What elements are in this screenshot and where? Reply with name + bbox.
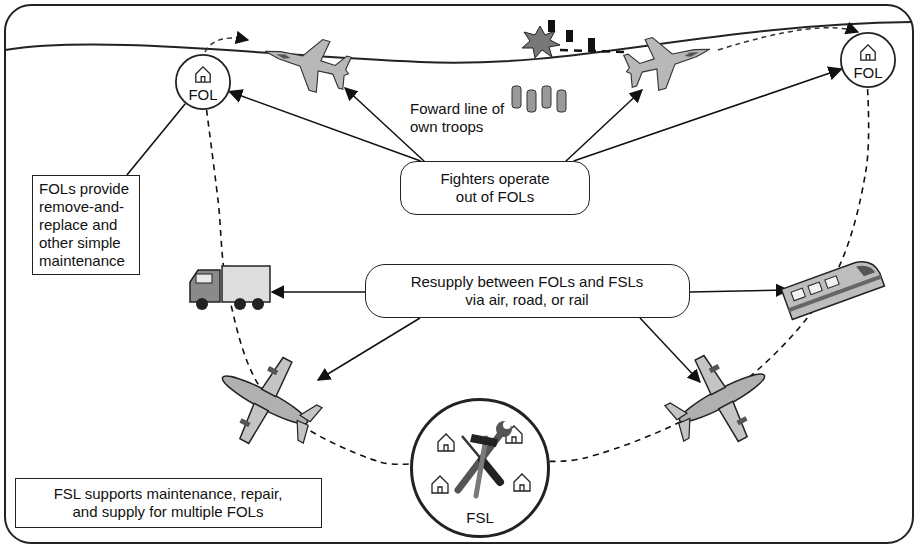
supply-truck: [190, 266, 270, 310]
house-icon: [438, 434, 454, 451]
leader-arrow: [272, 88, 788, 382]
node-text: FOL: [853, 64, 882, 81]
ordnance-burst: [566, 30, 573, 42]
cargo-plane: [236, 356, 293, 445]
house-icon: [432, 476, 448, 493]
house-icon: [861, 45, 875, 60]
connector-arrow: [574, 69, 842, 161]
supply-train: [788, 275, 881, 312]
fighter-jet: [258, 26, 355, 99]
fol-circle: FOL: [840, 32, 896, 88]
fighter-jet: [620, 24, 717, 97]
cargo-plane: [736, 416, 747, 425]
supply-train: [856, 261, 875, 278]
leader-arrow: [318, 318, 420, 380]
supply-truck: [196, 298, 208, 310]
supply-train: [808, 282, 822, 295]
house-icon: [514, 474, 530, 491]
fighter-jet: [275, 52, 291, 60]
connector-arrow: [229, 92, 420, 161]
forward-line: [5, 22, 912, 63]
leader-arrow: [690, 290, 788, 292]
supply-truck: [190, 270, 220, 302]
frame-border: [5, 5, 913, 543]
house-icon: [196, 67, 210, 82]
node-outline: [176, 55, 230, 109]
ground-troops: [557, 90, 566, 112]
callout-box: FSL supports maintenance, repair, and su…: [15, 478, 322, 528]
cargo-plane: [709, 364, 720, 373]
hammer-icon: [476, 438, 486, 496]
callout-box: Fighters operate out of FOLs: [400, 161, 590, 215]
node-text: FOLs provide remove-and-replace and othe…: [39, 180, 133, 270]
supply-train: [781, 256, 884, 320]
ground-troops: [512, 86, 521, 108]
supply-truck: [222, 266, 270, 302]
node-outline: [841, 33, 895, 87]
supply-train: [781, 256, 884, 320]
supply-truck: [252, 298, 264, 310]
connector-arrow: [127, 104, 185, 175]
ordnance-burst: [588, 38, 595, 50]
cargo-plane: [693, 354, 750, 443]
fighter-jet: [684, 50, 700, 58]
ground-troops: [512, 86, 566, 112]
wrench-icon: [503, 421, 511, 429]
callout-box: Resupply between FOLs and FSLs via air, …: [365, 264, 690, 318]
cargo-plane: [665, 398, 698, 441]
tools-icon: [432, 421, 530, 496]
callout-box: FOLs provide remove-and-replace and othe…: [32, 175, 140, 275]
leader-arrow: [272, 291, 365, 293]
supply-truck: [196, 274, 212, 283]
sortie-path: [205, 28, 858, 52]
supply-truck: [234, 298, 246, 310]
ordnance-burst: [548, 20, 555, 32]
cargo-plane: [267, 366, 278, 375]
ordnance-burst: [548, 20, 625, 52]
ordnance-burst: [560, 50, 625, 52]
hammer-icon: [470, 434, 498, 447]
ground-troops: [542, 86, 551, 108]
node-text: FOL: [188, 86, 217, 103]
cargo-plane: [653, 335, 786, 464]
node-text: FSL: [466, 509, 494, 526]
leader-arrow: [640, 318, 700, 382]
node-outline: [412, 400, 549, 537]
leader-arrow: [565, 90, 642, 162]
screwdriver-icon: [482, 460, 500, 482]
cargo-plane: [239, 418, 250, 427]
fighter-jet: [258, 26, 355, 99]
node-text: Fighters operate out of FOLs: [431, 170, 559, 206]
node-text: FSL supports maintenance, repair, and su…: [44, 485, 293, 521]
supply-train: [825, 276, 839, 289]
ground-troops: [527, 90, 536, 112]
cargo-plane: [289, 400, 322, 443]
node-text: Resupply between FOLs and FSLs via air, …: [408, 273, 647, 309]
front-line-label: Foward line of own troops: [410, 100, 510, 136]
sortie-path: [205, 38, 248, 52]
fsl-circle: FSL: [410, 398, 550, 538]
supply-train: [791, 288, 805, 301]
wrench-icon: [496, 421, 512, 437]
sortie-path: [718, 28, 858, 50]
fol-circle: FOL: [175, 54, 231, 110]
fighter-jet: [620, 24, 717, 97]
cargo-plane: [201, 337, 334, 466]
